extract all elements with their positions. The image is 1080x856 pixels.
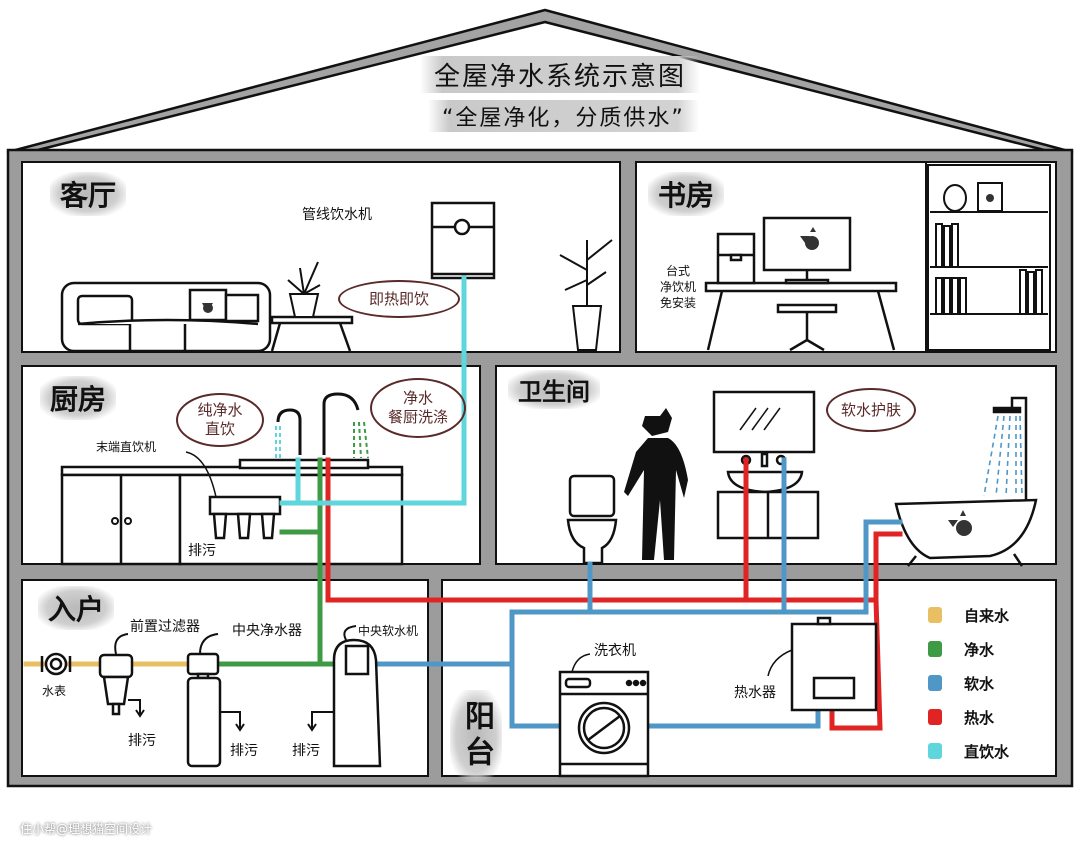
bubble-soft-water-skin: 软水护肤 (826, 388, 916, 432)
legend-swatch-soft-water (928, 675, 942, 691)
water-purifier-unit-icon (185, 451, 282, 540)
label-central-purifier: 中央净水器 (232, 623, 302, 639)
bubble-pure-water-line2: 直饮 (204, 420, 235, 438)
shower-icon (992, 396, 1028, 500)
legend-label-clean-water: 净水 (964, 640, 995, 659)
bubble-instant-hot-text: 即热即饮 (368, 289, 429, 308)
central-purifier-icon (186, 652, 222, 768)
tall-plant-icon (559, 239, 613, 351)
logo-cushion-icon (202, 303, 213, 313)
legend-label-tap-water: 自来水 (964, 606, 1010, 625)
legend-label-soft-water: 软水 (964, 674, 995, 693)
bookshelf-icon (927, 164, 1051, 351)
label-desktop-purifier-line3: 免安装 (660, 296, 697, 310)
label-pipeline-dispenser: 管线饮水机 (302, 207, 372, 223)
legend-item-hot-water: 热水 (928, 700, 1009, 734)
frame-logo-icon (986, 194, 994, 202)
pipeline-dispenser-icon (430, 201, 496, 280)
desktop-purifier-icon (716, 232, 756, 285)
bubble-clean-water-line2: 餐厨洗涤 (387, 408, 448, 426)
bubble-pure-water-line1: 纯净水 (197, 401, 243, 420)
bubble-clean-water-line1: 净水 (402, 389, 433, 408)
water-drops (275, 421, 369, 459)
diagram-title: 全屋净水系统示意图 (420, 56, 701, 93)
bubble-soft-water-skin-text: 软水护肤 (840, 400, 901, 419)
room-title-living-room: 客厅 (50, 172, 127, 216)
legend-item-tap-water: 自来水 (928, 598, 1009, 632)
label-central-softener: 中央软水机 (358, 624, 419, 638)
label-desktop-purifier-line2: 净饮机 (660, 280, 697, 294)
label-desktop-purifier: 台式 净饮机 免安装 (660, 263, 696, 311)
legend-swatch-clean-water (928, 641, 942, 657)
label-water-meter: 水表 (42, 684, 67, 698)
shower-spray (983, 415, 1023, 497)
desk-icon (704, 281, 898, 352)
pipe-hot-water (325, 457, 903, 731)
bubble-pure-water: 纯净水 直饮 (176, 393, 264, 447)
bubble-clean-water: 净水 餐厨洗涤 (370, 378, 466, 438)
person-icon (624, 408, 688, 560)
legend-swatch-hot-water (928, 709, 942, 725)
drain-arrows (114, 625, 357, 732)
sofa-icon (60, 281, 272, 353)
label-desktop-purifier-line1: 台式 (666, 264, 691, 278)
label-drain-3: 排污 (292, 743, 320, 759)
toilet-icon (566, 474, 618, 565)
room-title-entrance: 入户 (38, 586, 115, 630)
legend: 自来水 净水 软水 热水 直饮水 (928, 598, 1009, 768)
water-meter-icon (40, 652, 72, 676)
pipe-clean-water (213, 457, 339, 667)
central-softener-icon (332, 638, 382, 768)
room-title-bathroom: 卫生间 (508, 370, 600, 409)
legend-swatch-tap-water (928, 607, 942, 623)
label-drain-2: 排污 (230, 743, 258, 759)
tub-logo-icon (948, 510, 972, 536)
cabinet-handles (111, 517, 132, 525)
legend-label-hot-water: 热水 (964, 708, 995, 727)
room-title-study: 书房 (648, 172, 725, 216)
label-drain-1: 排污 (128, 733, 156, 749)
legend-swatch-drinking-water (928, 743, 942, 759)
room-title-kitchen: 厨房 (40, 376, 117, 420)
legend-item-soft-water: 软水 (928, 666, 1009, 700)
mirror-icon (712, 390, 816, 454)
label-terminal-dispenser: 末端直饮机 (96, 440, 157, 454)
watermark: 住小帮@理想猫空间设计 (20, 822, 153, 836)
monitor-logo-icon (800, 227, 819, 250)
bubble-instant-hot: 即热即饮 (338, 280, 460, 318)
washing-machine-icon (558, 653, 650, 778)
room-title-balcony: 阳台 (450, 690, 502, 782)
legend-label-drinking-water: 直饮水 (964, 742, 1010, 761)
label-drain-kitchen: 排污 (188, 543, 216, 559)
label-washing-machine: 洗衣机 (594, 643, 636, 659)
pre-filter-icon (98, 653, 134, 716)
potted-plant-icon (287, 261, 321, 318)
diagram-subtitle: “全屋净化，分质供水” (428, 100, 699, 132)
water-heater-icon (767, 616, 878, 712)
pipe-soft-water (373, 457, 903, 729)
pipe-drinking-water (279, 275, 467, 506)
legend-item-drinking-water: 直饮水 (928, 734, 1009, 768)
label-water-heater: 热水器 (734, 685, 776, 701)
legend-item-clean-water: 净水 (928, 632, 1009, 666)
vanity-icon (716, 452, 820, 540)
label-pre-filter: 前置过滤器 (130, 619, 200, 635)
faucet-icon (276, 392, 360, 455)
